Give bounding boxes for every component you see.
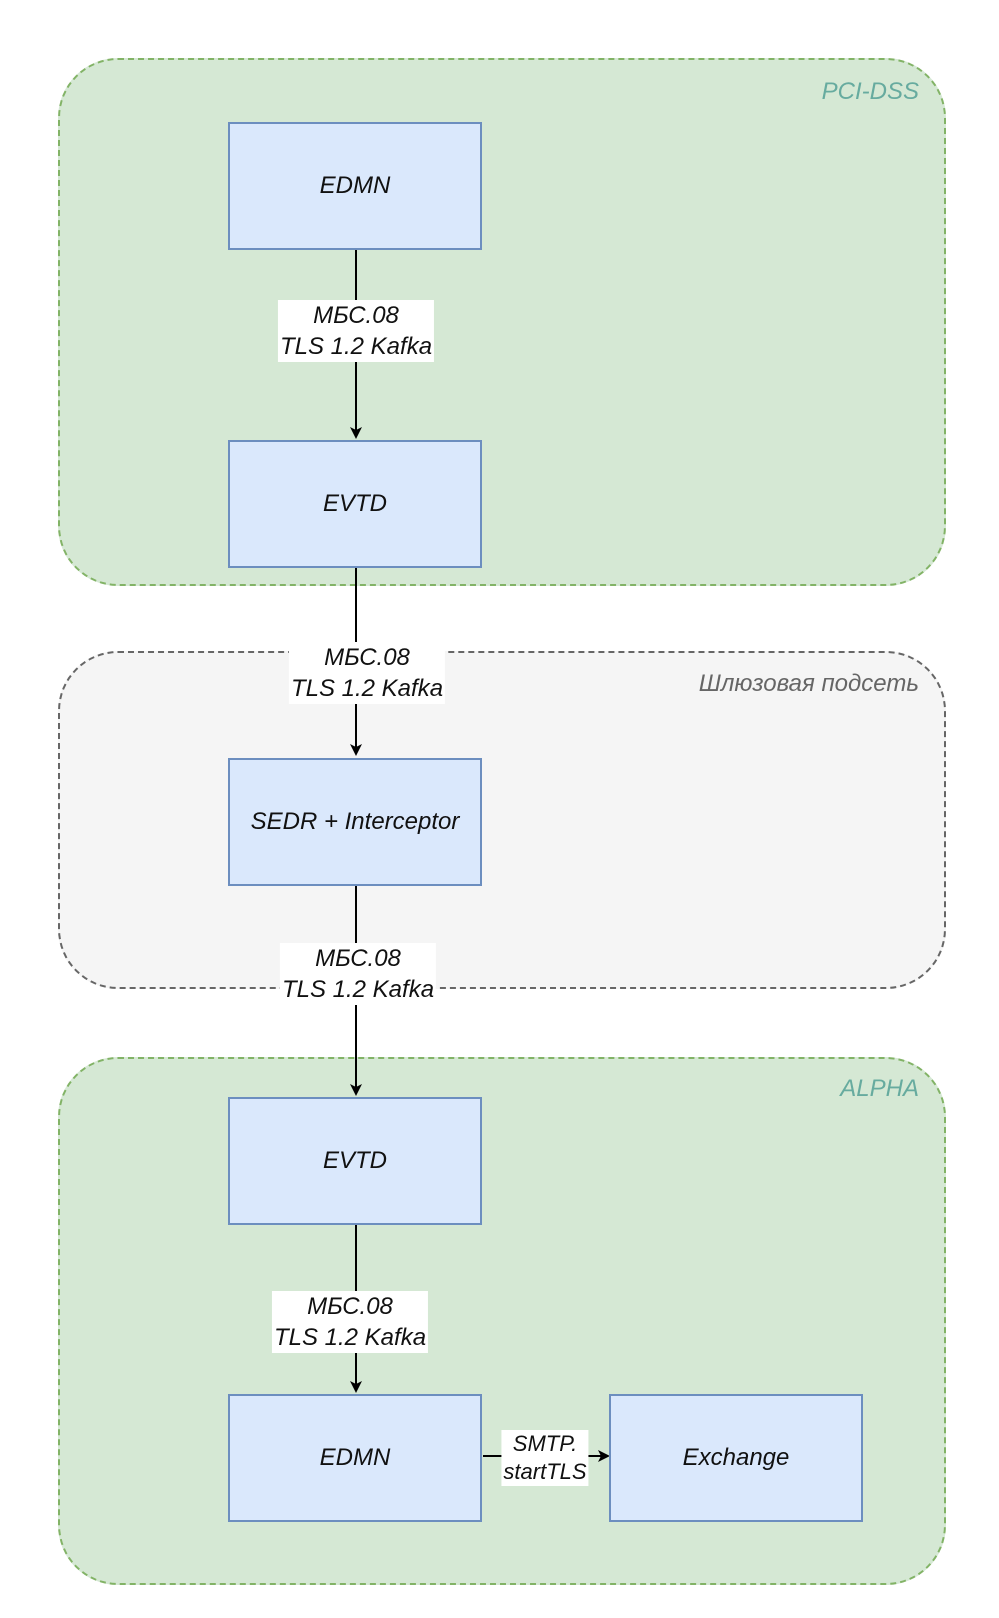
- edge-label-line1: SMTP.: [512, 1431, 578, 1456]
- edge-label-sedr-to-evtd-alpha: МБС.08 TLS 1.2 Kafka: [279, 943, 437, 1005]
- zone-gateway-subnet-label: Шлюзовая подсеть: [698, 670, 919, 697]
- node-edmn-pci-label: EDMN: [319, 172, 391, 199]
- zone-alpha-label: ALPHA: [840, 1075, 919, 1102]
- edge-label-line1: МБС.08: [324, 644, 410, 671]
- node-sedr-interceptor-label: SEDR + Interceptor: [250, 808, 460, 835]
- node-evtd-alpha[interactable]: EVTD: [228, 1097, 482, 1225]
- node-evtd-pci[interactable]: EVTD: [228, 440, 482, 568]
- edge-label-line2: startTLS: [503, 1459, 587, 1484]
- edge-label-evtd-to-sedr: МБС.08 TLS 1.2 Kafka: [288, 642, 446, 704]
- edge-label-line1: МБС.08: [315, 945, 401, 972]
- edge-label-edmn-to-evtd-pci: МБС.08 TLS 1.2 Kafka: [277, 300, 435, 362]
- node-edmn-pci[interactable]: EDMN: [228, 122, 482, 250]
- edge-label-line2: TLS 1.2 Kafka: [279, 333, 433, 360]
- edge-label-line2: TLS 1.2 Kafka: [290, 675, 444, 702]
- zone-pci-dss: [58, 58, 946, 586]
- edge-label-edmn-to-exchange: SMTP. startTLS: [501, 1430, 589, 1486]
- node-sedr-interceptor[interactable]: SEDR + Interceptor: [228, 758, 482, 886]
- edge-label-line1: МБС.08: [313, 302, 399, 329]
- node-edmn-alpha-label: EDMN: [319, 1444, 391, 1471]
- node-exchange-label: Exchange: [682, 1444, 790, 1471]
- zone-pci-dss-label: PCI-DSS: [821, 78, 919, 105]
- node-edmn-alpha[interactable]: EDMN: [228, 1394, 482, 1522]
- node-evtd-alpha-label: EVTD: [322, 1147, 387, 1174]
- node-evtd-pci-label: EVTD: [322, 490, 387, 517]
- edge-label-line2: TLS 1.2 Kafka: [273, 1324, 427, 1351]
- node-exchange[interactable]: Exchange: [609, 1394, 863, 1522]
- edge-label-evtd-to-edmn-alpha: МБС.08 TLS 1.2 Kafka: [271, 1291, 429, 1353]
- zone-gateway-subnet: [58, 651, 946, 989]
- edge-label-line2: TLS 1.2 Kafka: [281, 976, 435, 1003]
- edge-label-line1: МБС.08: [307, 1293, 393, 1320]
